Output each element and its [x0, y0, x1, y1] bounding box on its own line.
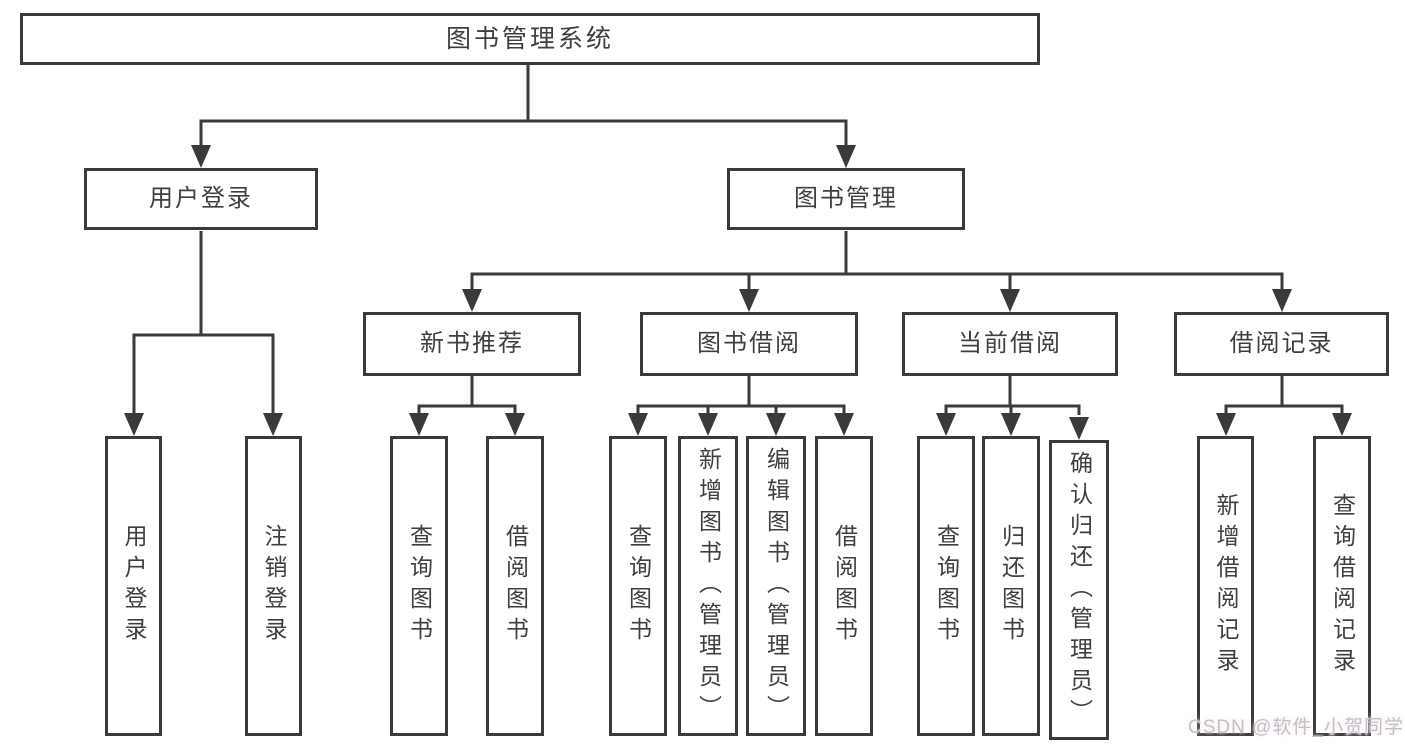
node-label: 图书管理系统 — [445, 25, 614, 53]
node-user-login: 用户登录 — [84, 168, 318, 230]
node-label: 图书管理 — [794, 184, 898, 212]
leaf-add-borrow-record: 新增借阅记录 — [1197, 436, 1254, 736]
leaf-label: 编辑图书（管理员） — [763, 446, 790, 726]
node-label: 当前借阅 — [958, 329, 1062, 357]
leaf-query-books-recommend: 查询图书 — [390, 436, 448, 736]
leaf-label: 查询借阅记录 — [1329, 493, 1356, 679]
node-current-borrowing: 当前借阅 — [902, 312, 1118, 376]
leaf-label: 查询图书 — [625, 524, 652, 648]
node-label: 新书推荐 — [420, 329, 524, 357]
node-label: 图书借阅 — [697, 329, 801, 357]
connector-paths — [132, 65, 1344, 415]
leaf-label: 查询图书 — [406, 524, 433, 648]
leaf-label: 确认归还（管理员） — [1066, 450, 1093, 730]
leaf-query-borrow-record: 查询借阅记录 — [1313, 436, 1371, 736]
leaf-label: 借阅图书 — [831, 524, 858, 648]
leaf-label: 注销登录 — [261, 524, 287, 648]
leaf-label: 归还图书 — [998, 524, 1025, 648]
leaf-add-book-admin: 新增图书（管理员） — [678, 436, 738, 736]
leaf-label: 新增借阅记录 — [1213, 493, 1239, 679]
leaf-query-books-current: 查询图书 — [917, 436, 975, 736]
leaf-user-login: 用户登录 — [105, 436, 162, 736]
node-book-management: 图书管理 — [727, 168, 965, 230]
node-label: 借阅记录 — [1229, 329, 1334, 357]
node-book-borrowing: 图书借阅 — [640, 312, 858, 376]
leaf-return-books: 归还图书 — [982, 436, 1040, 736]
leaf-logout: 注销登录 — [245, 436, 302, 736]
leaf-label: 用户登录 — [121, 524, 147, 648]
leaf-confirm-return-admin: 确认归还（管理员） — [1049, 440, 1109, 740]
watermark: CSDN @软件_小贺同学 — [1188, 717, 1404, 738]
leaf-query-books-borrowing: 查询图书 — [609, 436, 667, 736]
leaf-borrow-books-borrowing: 借阅图书 — [815, 436, 873, 736]
node-new-book-recommendation: 新书推荐 — [363, 312, 581, 376]
leaf-label: 借阅图书 — [502, 524, 529, 648]
leaf-borrow-books-recommend: 借阅图书 — [486, 436, 544, 736]
node-borrowing-records: 借阅记录 — [1174, 312, 1389, 376]
node-label: 用户登录 — [149, 184, 253, 212]
arrowheads — [124, 145, 1352, 440]
leaf-edit-book-admin: 编辑图书（管理员） — [746, 436, 806, 736]
node-root: 图书管理系统 — [20, 13, 1040, 65]
leaf-label: 新增图书（管理员） — [695, 446, 722, 726]
leaf-label: 查询图书 — [933, 524, 960, 648]
